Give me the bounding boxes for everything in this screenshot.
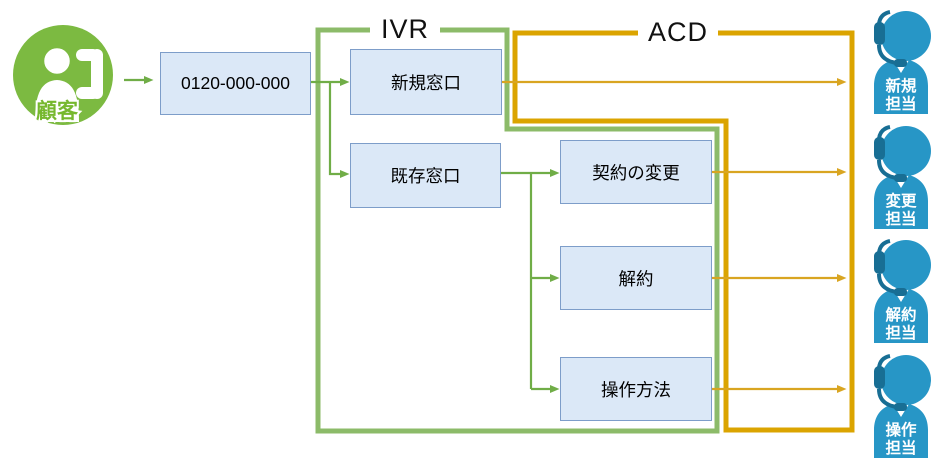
agent-body-shape xyxy=(874,175,928,229)
operation-help-box: 操作方法 xyxy=(560,357,712,421)
agent-label-line1: 変更 xyxy=(885,191,917,210)
existing-menu-box: 既存窓口 xyxy=(350,143,501,208)
agent-label-line2: 担当 xyxy=(885,323,916,342)
contract-change-box: 契約の変更 xyxy=(560,140,712,204)
connector-phone-to-existing-menu xyxy=(328,82,350,178)
agent-head-shape xyxy=(881,126,931,176)
ivr-region-border xyxy=(315,27,720,434)
acd-region-border xyxy=(512,30,855,433)
agent-head-shape xyxy=(881,11,931,61)
agent-body-shape xyxy=(874,60,928,114)
agent-head-shape xyxy=(881,240,931,290)
agent-label-line1: 解約 xyxy=(885,305,916,324)
cancellation-box: 解約 xyxy=(560,246,712,310)
agent-head-shape xyxy=(881,355,931,405)
agent-body-shape xyxy=(874,289,928,343)
customer-body-shape xyxy=(35,80,79,122)
agent-label-line2: 担当 xyxy=(885,438,916,457)
agent-label-line1: 新規 xyxy=(885,76,917,95)
phone-handset-icon xyxy=(76,49,103,99)
acd-region-label: ACD xyxy=(638,14,718,51)
headset-icon xyxy=(874,10,907,67)
agent-label-line2: 担当 xyxy=(885,94,916,113)
headset-icon xyxy=(874,125,907,182)
agent-new: 新規 担当 xyxy=(865,7,937,114)
new-menu-box: 新規窓口 xyxy=(350,49,502,115)
agent-cancel: 解約 担当 xyxy=(865,236,937,343)
headset-icon xyxy=(874,354,907,411)
headset-icon xyxy=(874,239,907,296)
agent-label-line2: 担当 xyxy=(885,209,916,228)
customer-label: 顧客 xyxy=(36,99,79,123)
agent-change: 変更 担当 xyxy=(865,122,937,229)
agent-operation: 操作 担当 xyxy=(865,351,937,458)
phone-number-box: 0120-000-000 xyxy=(160,52,311,115)
ivr-region-label: IVR xyxy=(370,11,440,48)
customer-icon: 顧客 xyxy=(12,24,116,126)
agent-label-line1: 操作 xyxy=(885,420,917,439)
customer-head-shape xyxy=(39,43,75,79)
agent-body-shape xyxy=(874,404,928,458)
